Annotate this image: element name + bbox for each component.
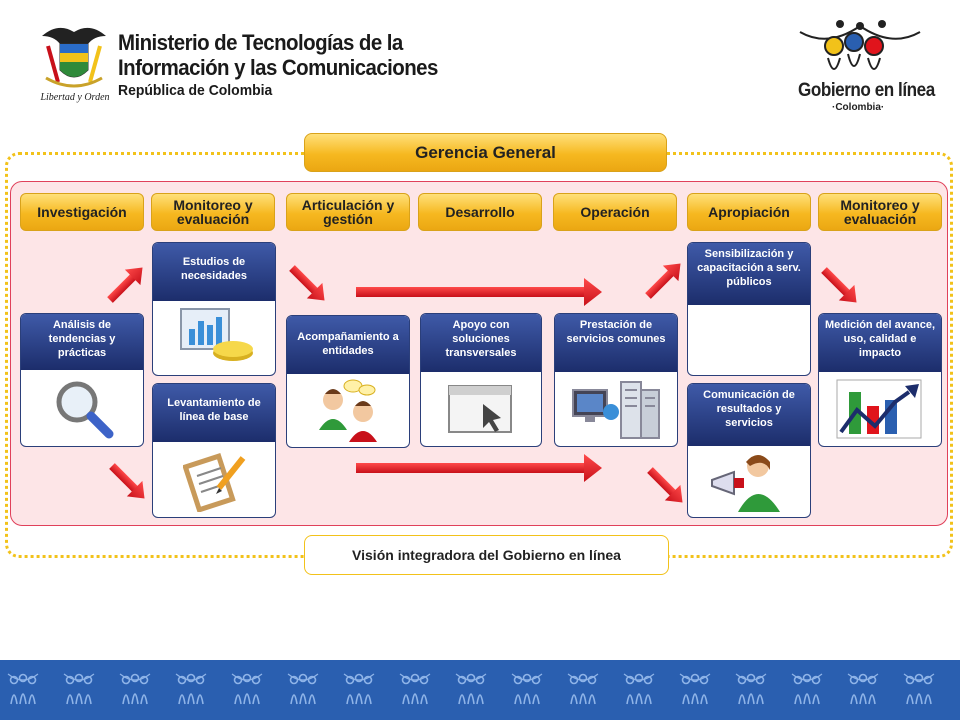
card-sensibilizacion-capacitacion: Sensibilización y capacitación a serv. p…: [687, 242, 811, 376]
card-acompanamiento-entidades: Acompañamiento a entidades: [286, 315, 410, 448]
browser-window-icon: [448, 385, 512, 433]
card-analisis-tendencias: Análisis de tendencias y prácticas: [20, 313, 144, 447]
gerencia-general-box: Gerencia General: [304, 133, 667, 172]
phase-monitoreo-evaluacion-2: Monitoreo y evaluación: [818, 193, 942, 231]
gobierno-en-linea-country: ·Colombia·: [832, 102, 885, 113]
phase-articulacion-gestion: Articulación y gestión: [286, 193, 410, 231]
megaphone-person-icon: [711, 455, 780, 512]
servers-monitor-icon: [572, 381, 660, 439]
gobierno-en-linea-logo-icon: [799, 20, 921, 70]
growth-chart-icon: [836, 379, 922, 439]
republic-label: República de Colombia: [118, 82, 273, 99]
phase-desarrollo: Desarrollo: [418, 193, 542, 231]
gobierno-en-linea-name: Gobierno en línea: [798, 80, 935, 101]
motto: Libertad y Orden: [40, 92, 110, 103]
phase-monitoreo-evaluacion-1: Monitoreo y evaluación: [151, 193, 275, 231]
people-meeting-icon: [319, 379, 377, 442]
clipboard-pencil-icon: [183, 453, 246, 512]
ministry-name: Ministerio de Tecnologías de la Informac…: [118, 30, 438, 80]
card-prestacion-servicios: Prestación de servicios comunes: [554, 313, 678, 447]
card-estudios-necesidades: Estudios de necesidades: [152, 242, 276, 376]
footer-band: [0, 660, 960, 720]
footer-people-pattern: [7, 673, 935, 705]
vision-integradora-box: Visión integradora del Gobierno en línea: [304, 535, 669, 575]
card-levantamiento-linea-base: Levantamiento de línea de base: [152, 383, 276, 518]
colombia-coat-of-arms-icon: [42, 27, 106, 88]
card-comunicacion-resultados: Comunicación de resultados y servicios: [687, 383, 811, 518]
card-apoyo-soluciones: Apoyo con soluciones transversales: [420, 313, 542, 447]
phase-apropiacion: Apropiación: [687, 193, 811, 231]
magnifier-icon: [56, 381, 114, 439]
chart-monitor-icon: [180, 308, 253, 361]
phase-operacion: Operación: [553, 193, 677, 231]
phase-investigacion: Investigación: [20, 193, 144, 231]
card-medicion-avance: Medición del avance, uso, calidad e impa…: [818, 313, 942, 447]
